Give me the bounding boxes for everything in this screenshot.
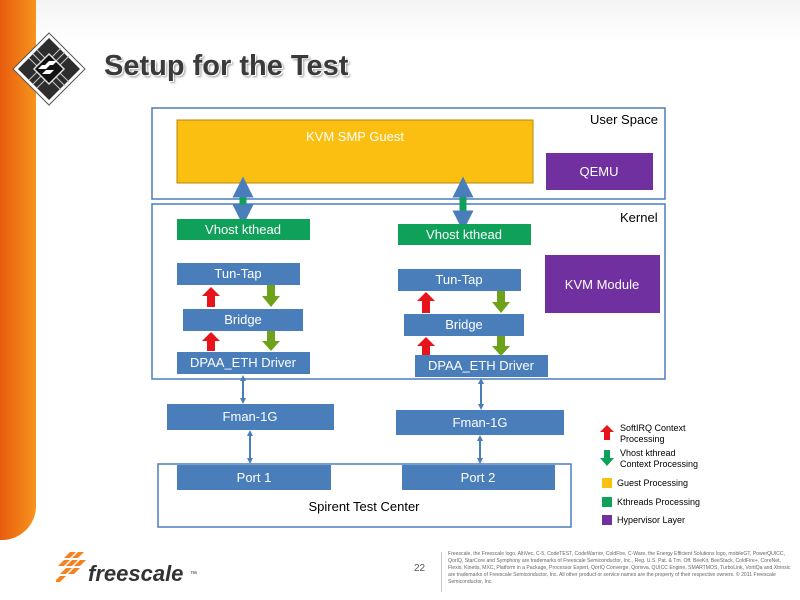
slide-title: Setup for the Test (104, 50, 349, 82)
kvm-smp-guest-label: KVM SMP Guest (306, 129, 404, 144)
dpaa-eth-left-label: DPAA_ETH Driver (190, 355, 297, 370)
user-space-label: User Space (590, 112, 658, 127)
vhost-arrow-left-lower (262, 331, 280, 351)
vhost-arrow-right-lower (492, 336, 510, 356)
legend-guest-label: Guest Processing (617, 478, 688, 488)
freescale-footer-logo: freescale ™ (56, 552, 197, 586)
legend-kthreads-label: Kthreads Processing (617, 497, 700, 507)
legend-softirq-line1: SoftIRQ Context (620, 423, 686, 433)
freescale-trademark: ™ (190, 571, 197, 578)
port-2-block (402, 465, 555, 490)
port-1-label: Port 1 (237, 470, 272, 485)
vhost-kthread-left-block (177, 219, 310, 240)
freescale-chip-logo-icon (12, 32, 86, 106)
tun-tap-right-label: Tun-Tap (435, 272, 482, 287)
fman-left-label: Fman-1G (223, 409, 278, 424)
legend-guest-swatch (602, 478, 612, 488)
tun-tap-left-label: Tun-Tap (214, 266, 261, 281)
qemu-label: QEMU (580, 164, 619, 179)
legend-vhost-line1: Vhost kthread (620, 448, 676, 458)
legend-kthreads-swatch (602, 497, 612, 507)
qemu-block (546, 153, 653, 190)
legend-vhost-line2: Context Processing (620, 459, 698, 469)
legend-hypervisor-label: Hypervisor Layer (617, 515, 685, 525)
vhost-arrow-left-upper (262, 285, 280, 307)
spirent-test-center-label: Spirent Test Center (308, 499, 420, 514)
dpaa-eth-right-block (415, 355, 548, 377)
vhost-kthread-left-label: Vhost kthead (205, 222, 281, 237)
orange-side-strip (0, 0, 36, 540)
bridge-left-block (183, 309, 303, 331)
bridge-right-label: Bridge (445, 317, 483, 332)
fman-left-block (167, 404, 334, 430)
kvm-module-label: KVM Module (565, 277, 639, 292)
legend-hypervisor-swatch (602, 515, 612, 525)
fman-right-label: Fman-1G (453, 415, 508, 430)
port-2-label: Port 2 (461, 470, 496, 485)
bridge-left-label: Bridge (224, 312, 262, 327)
legend-softirq-arrow-icon (600, 425, 614, 440)
tun-tap-right-block (398, 269, 521, 291)
title-band (0, 0, 800, 42)
page-number: 22 (414, 563, 426, 574)
freescale-mark-icon (56, 552, 86, 582)
softirq-arrow-right-lower (417, 337, 435, 355)
kernel-label: Kernel (620, 210, 658, 225)
kvm-module-block (545, 255, 660, 313)
vhost-kthread-right-label: Vhost kthead (426, 227, 502, 242)
softirq-arrow-right-upper (417, 292, 435, 313)
legend-vhost-arrow-icon (600, 450, 614, 466)
legend-softirq-line2: Processing (620, 434, 665, 444)
dpaa-eth-right-label: DPAA_ETH Driver (428, 358, 535, 373)
dpaa-eth-left-block (177, 352, 310, 374)
vhost-kthread-right-block (398, 224, 531, 245)
fman-right-block (396, 410, 564, 435)
port-1-block (177, 465, 331, 490)
legal-disclaimer: Freescale, the Freescale logo, AltiVec, … (448, 551, 791, 586)
footer-divider (441, 552, 442, 592)
kvm-smp-guest-block (176, 119, 534, 184)
softirq-arrow-left-upper (202, 287, 220, 307)
vhost-arrow-right-upper (492, 291, 510, 313)
freescale-wordmark: freescale (88, 561, 183, 586)
softirq-arrow-left-lower (202, 332, 220, 351)
bridge-right-block (404, 314, 524, 336)
legend: SoftIRQ Context Processing Vhost kthread… (600, 423, 700, 525)
tun-tap-left-block (177, 263, 300, 285)
